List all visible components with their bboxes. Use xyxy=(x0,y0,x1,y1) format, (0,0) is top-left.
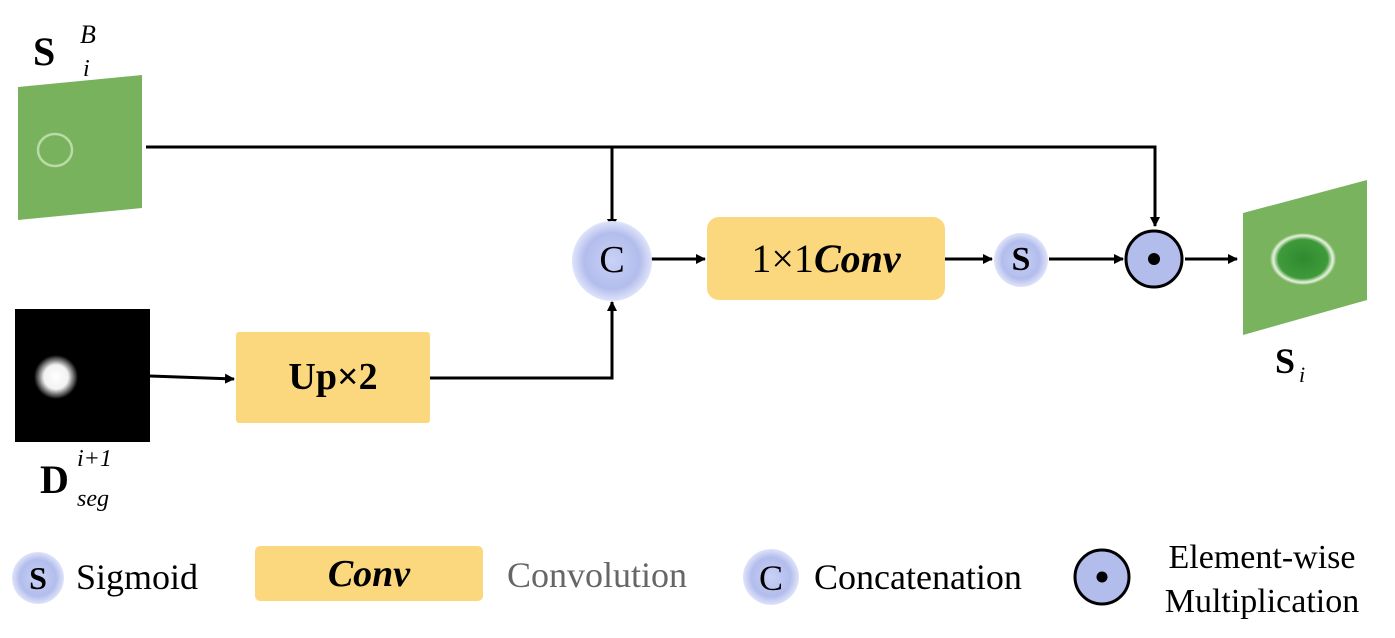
decoder-seg-superscript: i+1 xyxy=(77,446,112,472)
legend-conv-box xyxy=(255,546,483,601)
sigmoid-node xyxy=(994,233,1048,287)
legend-sigmoid-label: Sigmoid xyxy=(76,557,199,597)
legend-concat-circle xyxy=(743,549,799,605)
conv-label-prefix: 1×1 xyxy=(751,236,814,281)
output-symbol: S xyxy=(1275,341,1296,381)
upsample-box xyxy=(236,332,430,423)
legend-multiply-label: Element-wise Multiplication xyxy=(1147,536,1377,624)
output-map-image xyxy=(1243,180,1367,335)
boundary-map-superscript: B xyxy=(80,20,96,49)
boundary-map-subscript: i xyxy=(83,56,90,82)
conv-box xyxy=(707,217,945,300)
seg-to-upsample-arrow xyxy=(149,373,235,384)
legend-multiply-line1: Element-wise xyxy=(1168,539,1356,576)
legend-conv-box-label: Conv xyxy=(327,553,411,595)
upsample-label: Up×2 xyxy=(288,356,378,398)
boundary-map-symbol: S xyxy=(33,29,56,74)
upsample-to-concat-line xyxy=(430,301,617,380)
decoder-seg-symbol: D xyxy=(40,457,69,502)
output-subscript: i xyxy=(1299,362,1306,387)
legend-multiply-circle xyxy=(1073,548,1131,606)
boundary-map-label: S B i xyxy=(33,20,123,82)
connectors xyxy=(146,145,1238,384)
decoder-seg-image xyxy=(15,309,150,442)
legend-sigmoid-symbol: S xyxy=(29,560,47,596)
boundary-to-multiply-line xyxy=(146,145,1160,227)
conv-label: 1×1Conv xyxy=(707,237,945,281)
sigmoid-symbol: S xyxy=(1011,241,1031,278)
output-label: S i xyxy=(1275,340,1335,390)
concat-node xyxy=(572,221,652,301)
legend-multiply-line2: Multiplication xyxy=(1164,583,1360,620)
multiply-node xyxy=(1124,229,1184,289)
legend-sigmoid-circle xyxy=(12,552,64,604)
concat-symbol: C xyxy=(599,239,625,281)
conv-label-italic: Conv xyxy=(813,236,901,281)
legend-conv-label: Convolution xyxy=(507,555,688,595)
decoder-seg-subscript: seg xyxy=(77,486,109,512)
boundary-map-image xyxy=(18,75,142,220)
legend-concat-symbol: C xyxy=(758,558,783,598)
legend-concat-label: Concatenation xyxy=(814,557,1022,597)
decoder-seg-label: D i+1 seg xyxy=(40,446,150,516)
